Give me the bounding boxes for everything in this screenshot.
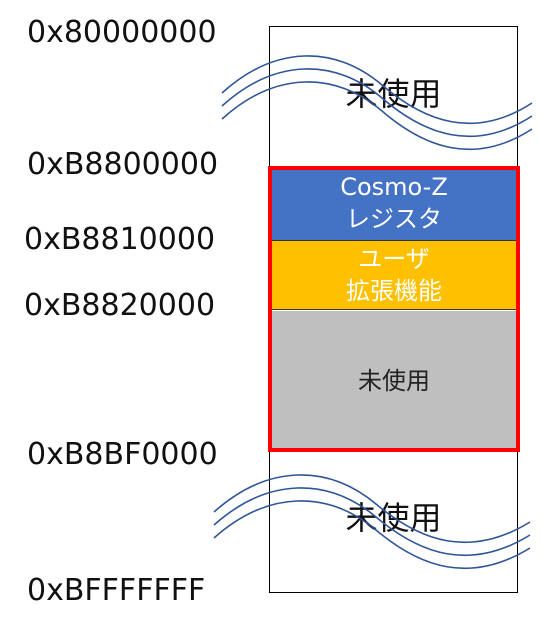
address-label-b8810000: 0xB8810000	[24, 222, 216, 257]
break-wave-top-2	[221, 68, 533, 138]
address-label-b8800000: 0xB8800000	[27, 147, 219, 182]
region-cosmo-z-label-line2: レジスタ	[346, 205, 442, 233]
address-label-bfffffff: 0xBFFFFFFF	[27, 573, 206, 608]
address-label-b8820000: 0xB8820000	[24, 288, 216, 323]
address-label-80000000: 0x80000000	[27, 15, 217, 50]
break-wave-bottom-2	[213, 487, 531, 557]
region-cosmo-z-label-line1: Cosmo-Z	[340, 173, 448, 201]
break-wave-top-1	[221, 55, 533, 125]
address-label-b8bf0000: 0xB8BF0000	[27, 437, 218, 472]
break-wave-top-3	[221, 81, 533, 151]
region-user-extension: ユーザ 拡張機能	[271, 240, 517, 310]
highlight-border	[268, 166, 520, 452]
region-user-extension-label-line1: ユーザ	[358, 245, 430, 273]
break-wave-bottom-3	[213, 500, 531, 570]
break-wave-bottom-1	[213, 474, 531, 544]
region-user-extension-label-line2: 拡張機能	[346, 277, 442, 305]
region-unused-middle: 未使用	[271, 311, 517, 449]
region-cosmo-z-registers: Cosmo-Z レジスタ	[271, 169, 517, 240]
region-unused-middle-label: 未使用	[358, 367, 430, 395]
